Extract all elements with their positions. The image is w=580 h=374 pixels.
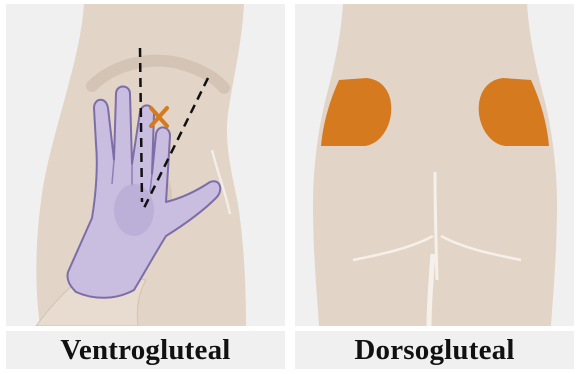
dorsogluteal-illustration <box>295 4 574 326</box>
ventrogluteal-label-box: Ventrogluteal <box>6 331 285 369</box>
palm-shading <box>114 184 154 236</box>
dorsogluteal-panel <box>295 4 574 326</box>
ventrogluteal-illustration <box>6 4 285 326</box>
ventrogluteal-label: Ventrogluteal <box>60 334 230 367</box>
dorsogluteal-label: Dorsogluteal <box>354 334 514 367</box>
dorsogluteal-label-box: Dorsogluteal <box>295 331 574 369</box>
back-body-shape <box>313 4 557 326</box>
ventrogluteal-panel <box>6 4 285 326</box>
